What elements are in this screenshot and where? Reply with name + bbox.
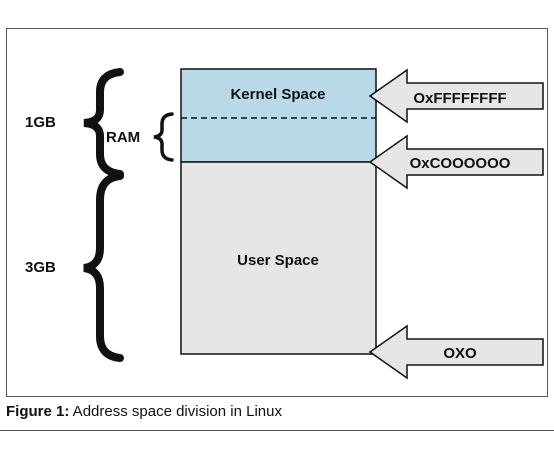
bottom-divider — [0, 430, 554, 431]
arrow-middle-label: OxCOOOOOO — [410, 155, 511, 172]
arrow-top-shape — [368, 68, 544, 124]
figure-caption-prefix: Figure 1: — [6, 403, 70, 420]
figure-frame — [6, 28, 548, 397]
arrow-bottom-shape — [368, 324, 544, 380]
arrow-top: OxFFFFFFFF — [368, 68, 544, 124]
brace-1gb-icon — [83, 68, 124, 178]
kernel-space-label: Kernel Space — [230, 86, 325, 103]
arrow-top-label: OxFFFFFFFF — [413, 90, 506, 107]
arrow-middle-shape — [368, 134, 544, 190]
kernel-space-region — [180, 68, 377, 163]
figure-caption: Figure 1: Address space division in Linu… — [6, 403, 282, 420]
arrow-bottom-label: OXO — [443, 345, 477, 362]
brace-3gb-icon — [83, 172, 124, 362]
label-1gb: 1GB — [25, 114, 56, 131]
label-3gb: 3GB — [25, 259, 56, 276]
brace-ram-icon — [153, 112, 174, 162]
user-space-label: User Space — [237, 252, 319, 269]
arrow-middle: OxCOOOOOO — [368, 134, 544, 190]
label-ram: RAM — [106, 129, 140, 146]
arrow-bottom: OXO — [368, 324, 544, 380]
user-space-region — [180, 161, 377, 355]
figure-caption-text: Address space division in Linux — [69, 403, 282, 420]
